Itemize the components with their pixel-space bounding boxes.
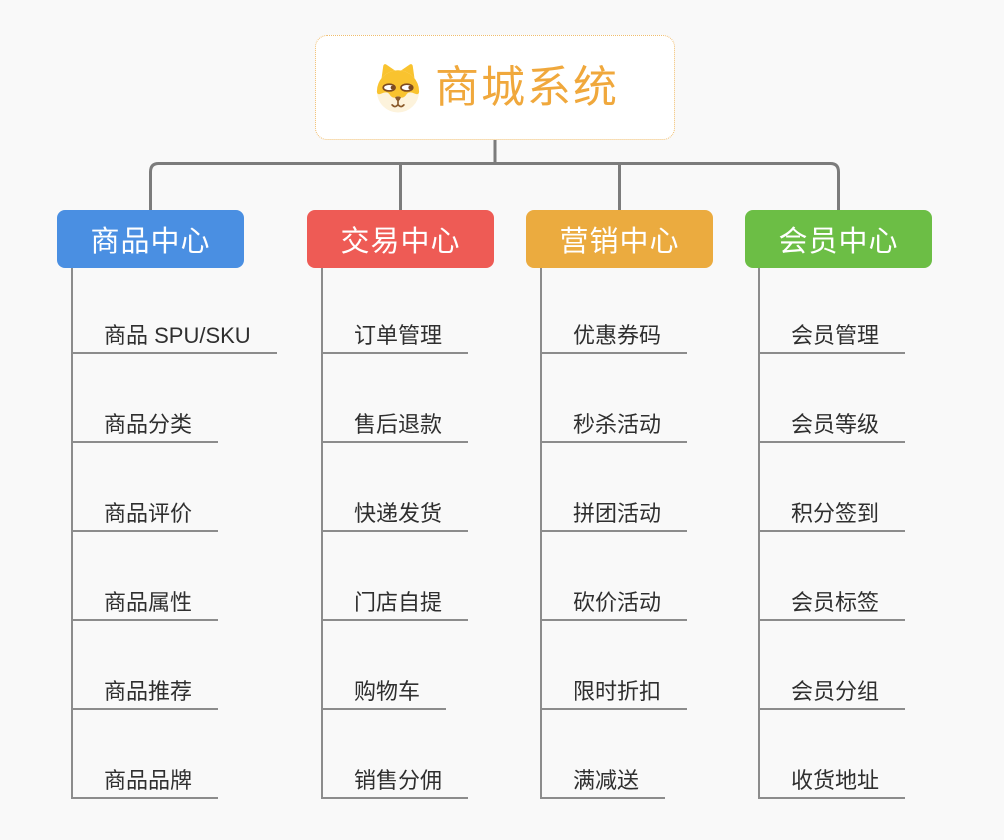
child-topic[interactable]: 会员管理 xyxy=(758,322,906,354)
root-topic[interactable]: 商城系统 xyxy=(315,35,675,140)
child-topic[interactable]: 满减送 xyxy=(540,767,666,799)
child-topic[interactable]: 门店自提 xyxy=(321,589,469,621)
branch-topic-product-center[interactable]: 商品中心 xyxy=(57,210,244,268)
child-topic[interactable]: 商品评价 xyxy=(71,500,219,532)
child-topic[interactable]: 会员等级 xyxy=(758,411,906,443)
child-topic[interactable]: 商品品牌 xyxy=(71,767,219,799)
branch-children-product-center: 商品 SPU/SKU 商品分类 商品评价 商品属性 商品推荐 商品品牌 xyxy=(71,268,277,799)
branch-topic-marketing-center[interactable]: 营销中心 xyxy=(526,210,713,268)
child-topic[interactable]: 商品分类 xyxy=(71,411,219,443)
child-topic[interactable]: 售后退款 xyxy=(321,411,469,443)
child-topic[interactable]: 会员标签 xyxy=(758,589,906,621)
branch-topic-member-center[interactable]: 会员中心 xyxy=(745,210,932,268)
child-topic[interactable]: 拼团活动 xyxy=(540,500,688,532)
dog-face-icon xyxy=(371,62,425,114)
child-topic[interactable]: 销售分佣 xyxy=(321,767,469,799)
child-topic[interactable]: 快递发货 xyxy=(321,500,469,532)
child-topic[interactable]: 积分签到 xyxy=(758,500,906,532)
branch-children-member-center: 会员管理 会员等级 积分签到 会员标签 会员分组 收货地址 xyxy=(758,268,906,799)
child-topic[interactable]: 会员分组 xyxy=(758,678,906,710)
child-topic[interactable]: 限时折扣 xyxy=(540,678,688,710)
branch-children-marketing-center: 优惠券码 秒杀活动 拼团活动 砍价活动 限时折扣 满减送 xyxy=(540,268,688,799)
child-topic[interactable]: 商品属性 xyxy=(71,589,219,621)
child-topic[interactable]: 收货地址 xyxy=(758,767,906,799)
branch-children-trade-center: 订单管理 售后退款 快递发货 门店自提 购物车 销售分佣 xyxy=(321,268,469,799)
child-topic[interactable]: 商品 SPU/SKU xyxy=(71,322,277,354)
branch-topic-trade-center[interactable]: 交易中心 xyxy=(307,210,494,268)
root-topic-label: 商城系统 xyxy=(435,62,619,112)
child-topic[interactable]: 订单管理 xyxy=(321,322,469,354)
child-topic[interactable]: 秒杀活动 xyxy=(540,411,688,443)
trunk-line xyxy=(149,162,840,210)
child-topic[interactable]: 购物车 xyxy=(321,678,447,710)
child-topic[interactable]: 商品推荐 xyxy=(71,678,219,710)
child-topic[interactable]: 优惠券码 xyxy=(540,322,688,354)
child-topic[interactable]: 砍价活动 xyxy=(540,589,688,621)
